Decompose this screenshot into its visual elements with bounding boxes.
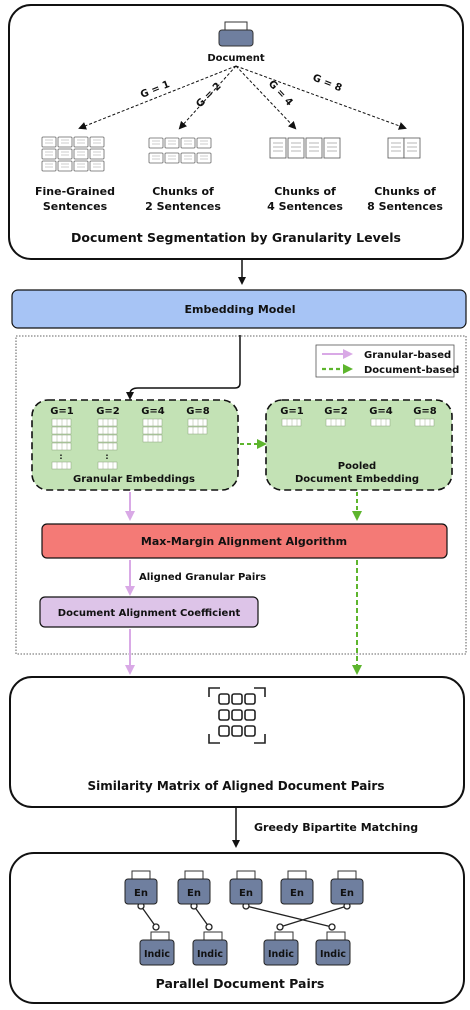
legend-document: Document-based: [364, 365, 459, 376]
edge-g4: [235, 65, 297, 130]
granular-level-g1: G=1: [50, 406, 74, 417]
alignment-region: [15, 335, 467, 655]
en-label-5: En: [340, 888, 354, 899]
document-label: Document: [207, 53, 265, 64]
edge-g8: [235, 65, 407, 130]
edge-g1: [78, 65, 237, 130]
group-g4-line2: 4 Sentences: [267, 200, 343, 213]
group-g1-line2: Sentences: [43, 200, 108, 213]
en-doc-2: [177, 870, 211, 905]
parallel-title: Parallel Document Pairs: [156, 976, 325, 991]
segmentation-title: Document Segmentation by Granularity Lev…: [71, 230, 401, 245]
pooled-label-line2: Document Embedding: [295, 474, 419, 485]
arrow-embed-to-granular: [126, 335, 241, 400]
segmentation-box: [8, 4, 464, 260]
en-doc-4: [280, 870, 314, 905]
en-label-2: En: [187, 888, 201, 899]
group-g2-line1: Chunks of: [152, 185, 214, 198]
max-margin-label: Max-Margin Alignment Algorithm: [141, 535, 347, 548]
indic-label-1: Indic: [144, 949, 170, 960]
edge-g2: [178, 65, 237, 130]
indic-label-4: Indic: [320, 949, 346, 960]
indic-doc-3: [263, 931, 299, 966]
group-g1-line1: Fine-Grained: [35, 185, 115, 198]
granular-dots-g2: :: [105, 452, 108, 461]
indic-label-2: Indic: [197, 949, 223, 960]
group-g4-line1: Chunks of: [274, 185, 336, 198]
granular-level-g2: G=2: [96, 406, 120, 417]
embedding-model-box: [11, 289, 467, 329]
document-icon: [218, 21, 254, 47]
dac-box: [39, 596, 259, 628]
en-doc-3: [229, 870, 263, 905]
aligned-pairs-label: Aligned Granular Pairs: [139, 572, 266, 583]
pooled-label-line1: Pooled: [338, 461, 376, 472]
en-label-3: En: [239, 888, 253, 899]
en-label-4: En: [290, 888, 304, 899]
en-doc-1: [124, 870, 158, 905]
group-g2-line2: 2 Sentences: [145, 200, 221, 213]
group-g8-line2: 8 Sentences: [367, 200, 443, 213]
pooled-embedding-box: [265, 399, 453, 491]
indic-label-3: Indic: [268, 949, 294, 960]
pooled-level-g1: G=1: [280, 406, 304, 417]
similarity-matrix-icon: [208, 687, 266, 744]
pooled-level-g4: G=4: [369, 406, 393, 417]
granular-embeddings-box: [31, 399, 239, 491]
similarity-box: [9, 676, 465, 808]
granular-level-g4: G=4: [141, 406, 165, 417]
similarity-title: Similarity Matrix of Aligned Document Pa…: [88, 779, 385, 793]
indic-doc-1: [139, 931, 175, 966]
dac-label: Document Alignment Coefficient: [58, 608, 241, 619]
legend-granular: Granular-based: [364, 350, 451, 361]
group-g8-line1: Chunks of: [374, 185, 436, 198]
granular-dots-g1: :: [59, 452, 62, 461]
en-doc-5: [330, 870, 364, 905]
en-label-1: En: [134, 888, 148, 899]
indic-doc-4: [315, 931, 351, 966]
chunk-icons-g8: [387, 137, 421, 159]
pooled-level-g8: G=8: [413, 406, 437, 417]
max-margin-box: [41, 523, 448, 559]
granular-cells-g4: [142, 418, 163, 443]
embedding-model-label: Embedding Model: [185, 303, 296, 316]
matching-label: Greedy Bipartite Matching: [254, 821, 418, 834]
legend: Granular-based Document-based: [315, 344, 459, 378]
indic-doc-2: [192, 931, 228, 966]
granular-embeddings-label: Granular Embeddings: [73, 474, 195, 485]
granular-level-g8: G=8: [186, 406, 210, 417]
pooled-level-g2: G=2: [324, 406, 348, 417]
